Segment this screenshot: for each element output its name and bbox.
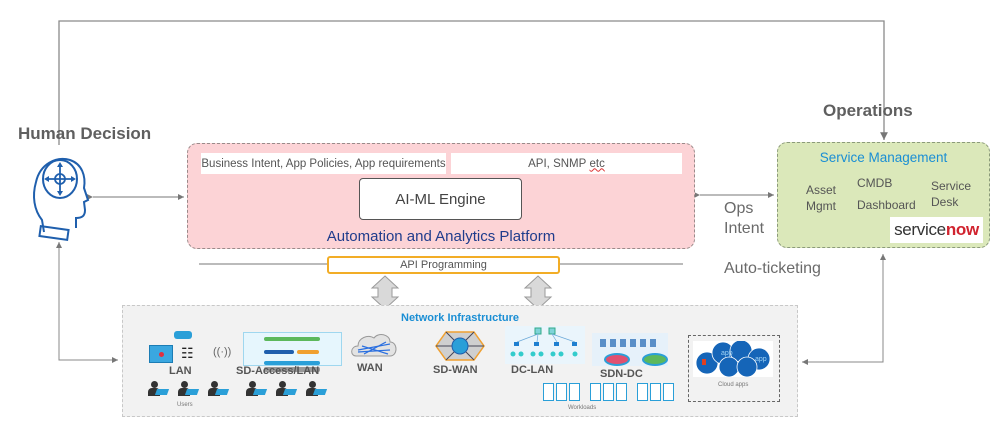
sd-wan-icon (435, 331, 485, 361)
human-network-arrow (58, 242, 118, 363)
dashboard-label: Dashboard (857, 198, 916, 212)
switch-icon (149, 345, 173, 363)
asset-line2: Mgmt (806, 199, 836, 213)
cloud-apps-box (688, 335, 780, 402)
service-desk-line2: Desk (931, 195, 959, 209)
feedback-loop-line (58, 20, 888, 145)
server-icon (663, 383, 674, 401)
sdn-dc-label: SDN-DC (600, 368, 643, 380)
server-icon (569, 383, 580, 401)
server-icon (543, 383, 554, 401)
service-desk-label: Service Desk (931, 178, 971, 210)
api-snmp-text: API, SNMP (528, 157, 587, 170)
api-snmp-etc: etc (589, 157, 605, 170)
api-programming-box: API Programming (327, 256, 560, 274)
users-label: Users (177, 402, 193, 408)
sd-access-label: SD-Access/LAN (236, 365, 320, 377)
server-icon (616, 383, 627, 401)
cloud-apps-label: Cloud apps (718, 382, 749, 388)
wan-cloud-icon (351, 334, 397, 357)
ai-ml-engine-box: AI-ML Engine (359, 178, 522, 220)
cloud-app-tag-1: app (721, 350, 733, 357)
servicenow-logo-part1: service (894, 220, 946, 239)
users-sda-group (246, 381, 328, 396)
ops-intent-label: Ops Intent (724, 199, 764, 239)
asset-line1: Asset (806, 183, 837, 197)
user-icon (246, 381, 268, 396)
workloads-label: Workloads (568, 405, 597, 411)
wireless-ap-icon: ((·)) (213, 346, 232, 358)
server-icon (556, 383, 567, 401)
servicenow-logo-part2: now (945, 220, 979, 239)
users-lan-group (148, 381, 230, 396)
network-topology-icon: ☷ (181, 345, 194, 361)
lan-label: LAN (169, 365, 192, 377)
user-icon (178, 381, 200, 396)
router-icon (174, 331, 192, 339)
cloud-apps-icon: app app (693, 341, 773, 377)
dc-lan-topology-icon (505, 326, 585, 364)
api-snmp-box: API, SNMP etc (451, 153, 682, 174)
cloud-app-tag-2: app (755, 356, 767, 363)
sd-access-diagram-icon (243, 332, 342, 372)
human-head-icon (33, 158, 90, 242)
network-infrastructure-title: Network Infrastructure (401, 312, 519, 324)
sdn-dc-diagram-icon (592, 333, 668, 366)
platform-title: Automation and Analytics Platform (326, 228, 556, 245)
ops-intent-line1: Ops (724, 200, 754, 217)
wan-label: WAN (357, 362, 383, 374)
sd-wan-label: SD-WAN (433, 364, 478, 376)
workloads-group (543, 383, 674, 401)
human-decision-label: Human Decision (18, 124, 152, 143)
user-icon (208, 381, 230, 396)
service-desk-line1: Service (931, 179, 972, 193)
user-icon (306, 381, 328, 396)
cmdb-label: CMDB (857, 176, 893, 190)
network-infrastructure-box (122, 305, 798, 417)
auto-ticketing-label: Auto-ticketing (724, 260, 821, 277)
user-icon (276, 381, 298, 396)
operations-label: Operations (823, 101, 913, 120)
server-icon (590, 383, 601, 401)
user-icon (148, 381, 170, 396)
asset-mgmt-label: Asset Mgmt (806, 182, 836, 214)
service-management-title: Service Management (819, 150, 948, 165)
business-intent-box: Business Intent, App Policies, App requi… (201, 153, 446, 174)
server-icon (637, 383, 648, 401)
server-icon (603, 383, 614, 401)
dc-lan-label: DC-LAN (511, 364, 554, 376)
server-icon (650, 383, 661, 401)
ops-intent-line2: Intent (724, 220, 765, 237)
